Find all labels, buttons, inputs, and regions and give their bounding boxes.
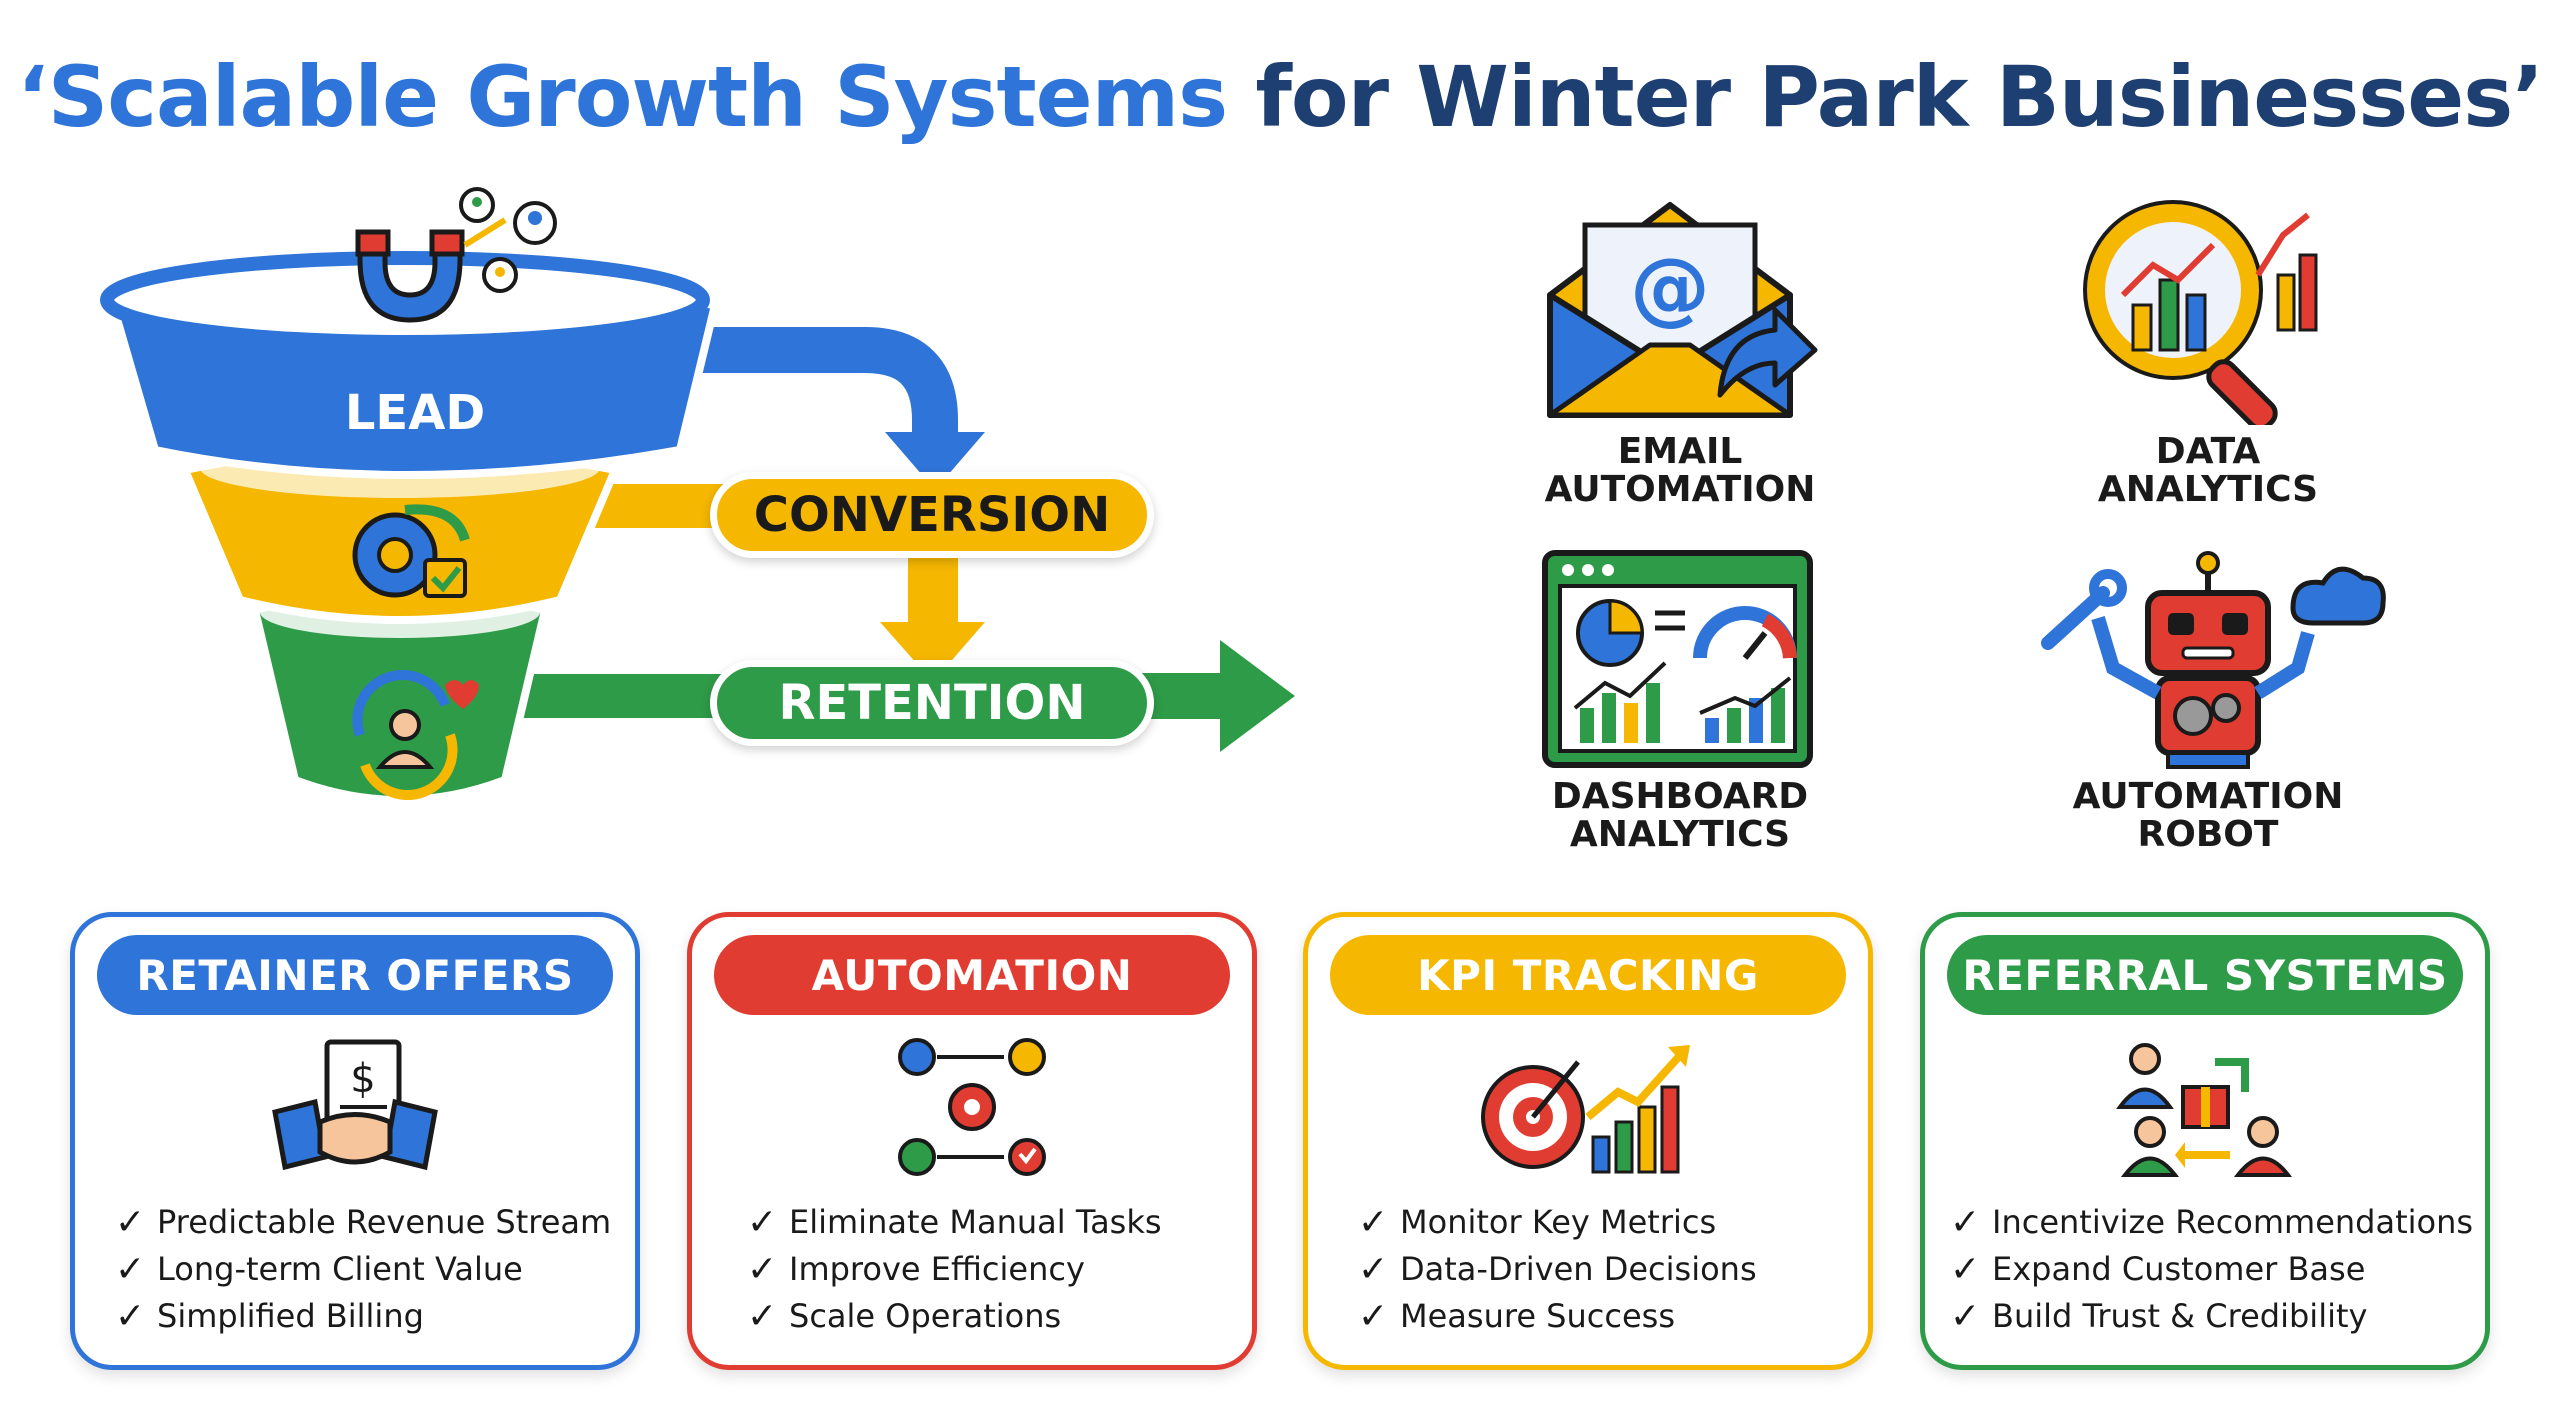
card-title: AUTOMATION [714,935,1230,1015]
check-icon: ✓ [115,1202,146,1243]
card-kpi-tracking: KPI TRACKING ✓Monitor Key Metrics ✓Data-… [1303,912,1873,1370]
svg-text:$: $ [350,1056,375,1102]
funnel-label-lead: LEAD [344,385,486,441]
benefit-list: ✓Eliminate Manual Tasks ✓Improve Efficie… [747,1199,1162,1340]
customer-cycle-icon [352,669,479,801]
list-item: ✓Expand Customer Base [1950,1246,2473,1293]
conversion-to-retention-arrow [880,555,985,682]
title-highlight: ‘Scalable Growth Systems [16,48,1228,146]
magnifier-chart-icon [2083,200,2318,425]
workflow-gear-icon [692,1037,1252,1177]
card-referral-systems: REFERRAL SYSTEMS ✓Incentivize Recommenda… [1920,912,2490,1370]
retention-output-arrow [1135,640,1295,752]
card-title: REFERRAL SYSTEMS [1947,935,2463,1015]
tool-label: DASHBOARD ANALYTICS [1551,776,1809,855]
target-growth-chart-icon [1308,1037,1868,1177]
check-icon: ✓ [1950,1202,1981,1243]
check-icon: ✓ [1358,1202,1389,1243]
svg-text:@: @ [1630,241,1710,334]
tool-label: DATA ANALYTICS [2097,431,2319,510]
benefit-list: ✓Incentivize Recommendations ✓Expand Cus… [1950,1199,2473,1340]
page-title: ‘Scalable Growth Systems for Winter Park… [0,42,2560,152]
list-item: ✓Simplified Billing [115,1293,611,1340]
card-retainer-offers: RETAINER OFFERS $ ✓Predictable Revenue S… [70,912,640,1370]
magnet-icon [355,187,557,323]
list-item: ✓Data-Driven Decisions [1358,1246,1757,1293]
check-icon: ✓ [1950,1249,1981,1290]
tool-dashboard-analytics: DASHBOARD ANALYTICS [1420,548,1940,854]
list-item: ✓Eliminate Manual Tasks [747,1199,1162,1246]
list-item: ✓Predictable Revenue Stream [115,1199,611,1246]
benefit-list: ✓Monitor Key Metrics ✓Data-Driven Decisi… [1358,1199,1757,1340]
funnel-stage-lead [100,251,720,479]
gear-check-icon [352,504,470,598]
lead-to-conversion-arrow [655,327,985,490]
benefit-list: ✓Predictable Revenue Stream ✓Long-term C… [115,1199,611,1340]
list-item: ✓Scale Operations [747,1293,1162,1340]
funnel-diagram: LEAD CONVERSION RETENTION [95,170,1335,870]
email-envelope-icon: @ [1547,202,1818,418]
list-item: ✓Build Trust & Credibility [1950,1293,2473,1340]
list-item: ✓Measure Success [1358,1293,1757,1340]
handshake-invoice-icon: $ [75,1037,635,1177]
check-icon: ✓ [115,1296,146,1337]
tool-data-analytics: DATA ANALYTICS [1948,195,2468,509]
check-icon: ✓ [1950,1296,1981,1337]
check-icon: ✓ [747,1249,778,1290]
check-icon: ✓ [1358,1296,1389,1337]
tool-automation-robot: AUTOMATION ROBOT [1948,548,2468,854]
list-item: ✓Monitor Key Metrics [1358,1199,1757,1246]
check-icon: ✓ [747,1202,778,1243]
tool-label: EMAIL AUTOMATION [1544,431,1816,510]
check-icon: ✓ [115,1249,146,1290]
tool-label: AUTOMATION ROBOT [2072,776,2344,855]
conversion-pill: CONVERSION [710,472,1154,558]
check-icon: ✓ [747,1296,778,1337]
card-title: RETAINER OFFERS [97,935,613,1015]
list-item: ✓Improve Efficiency [747,1246,1162,1293]
title-rest: for Winter Park Businesses’ [1227,48,2544,146]
referral-gift-icon [1925,1037,2485,1177]
card-automation: AUTOMATION ✓Eliminate Manual Tasks ✓Impr… [687,912,1257,1370]
card-title: KPI TRACKING [1330,935,1846,1015]
dashboard-window-icon [1542,550,1813,768]
list-item: ✓Incentivize Recommendations [1950,1199,2473,1246]
retention-pill: RETENTION [710,660,1154,746]
check-icon: ✓ [1358,1249,1389,1290]
list-item: ✓Long-term Client Value [115,1246,611,1293]
tool-email-automation: @ EMAIL AUTOMATION [1420,195,1940,509]
robot-icon [2041,551,2386,769]
